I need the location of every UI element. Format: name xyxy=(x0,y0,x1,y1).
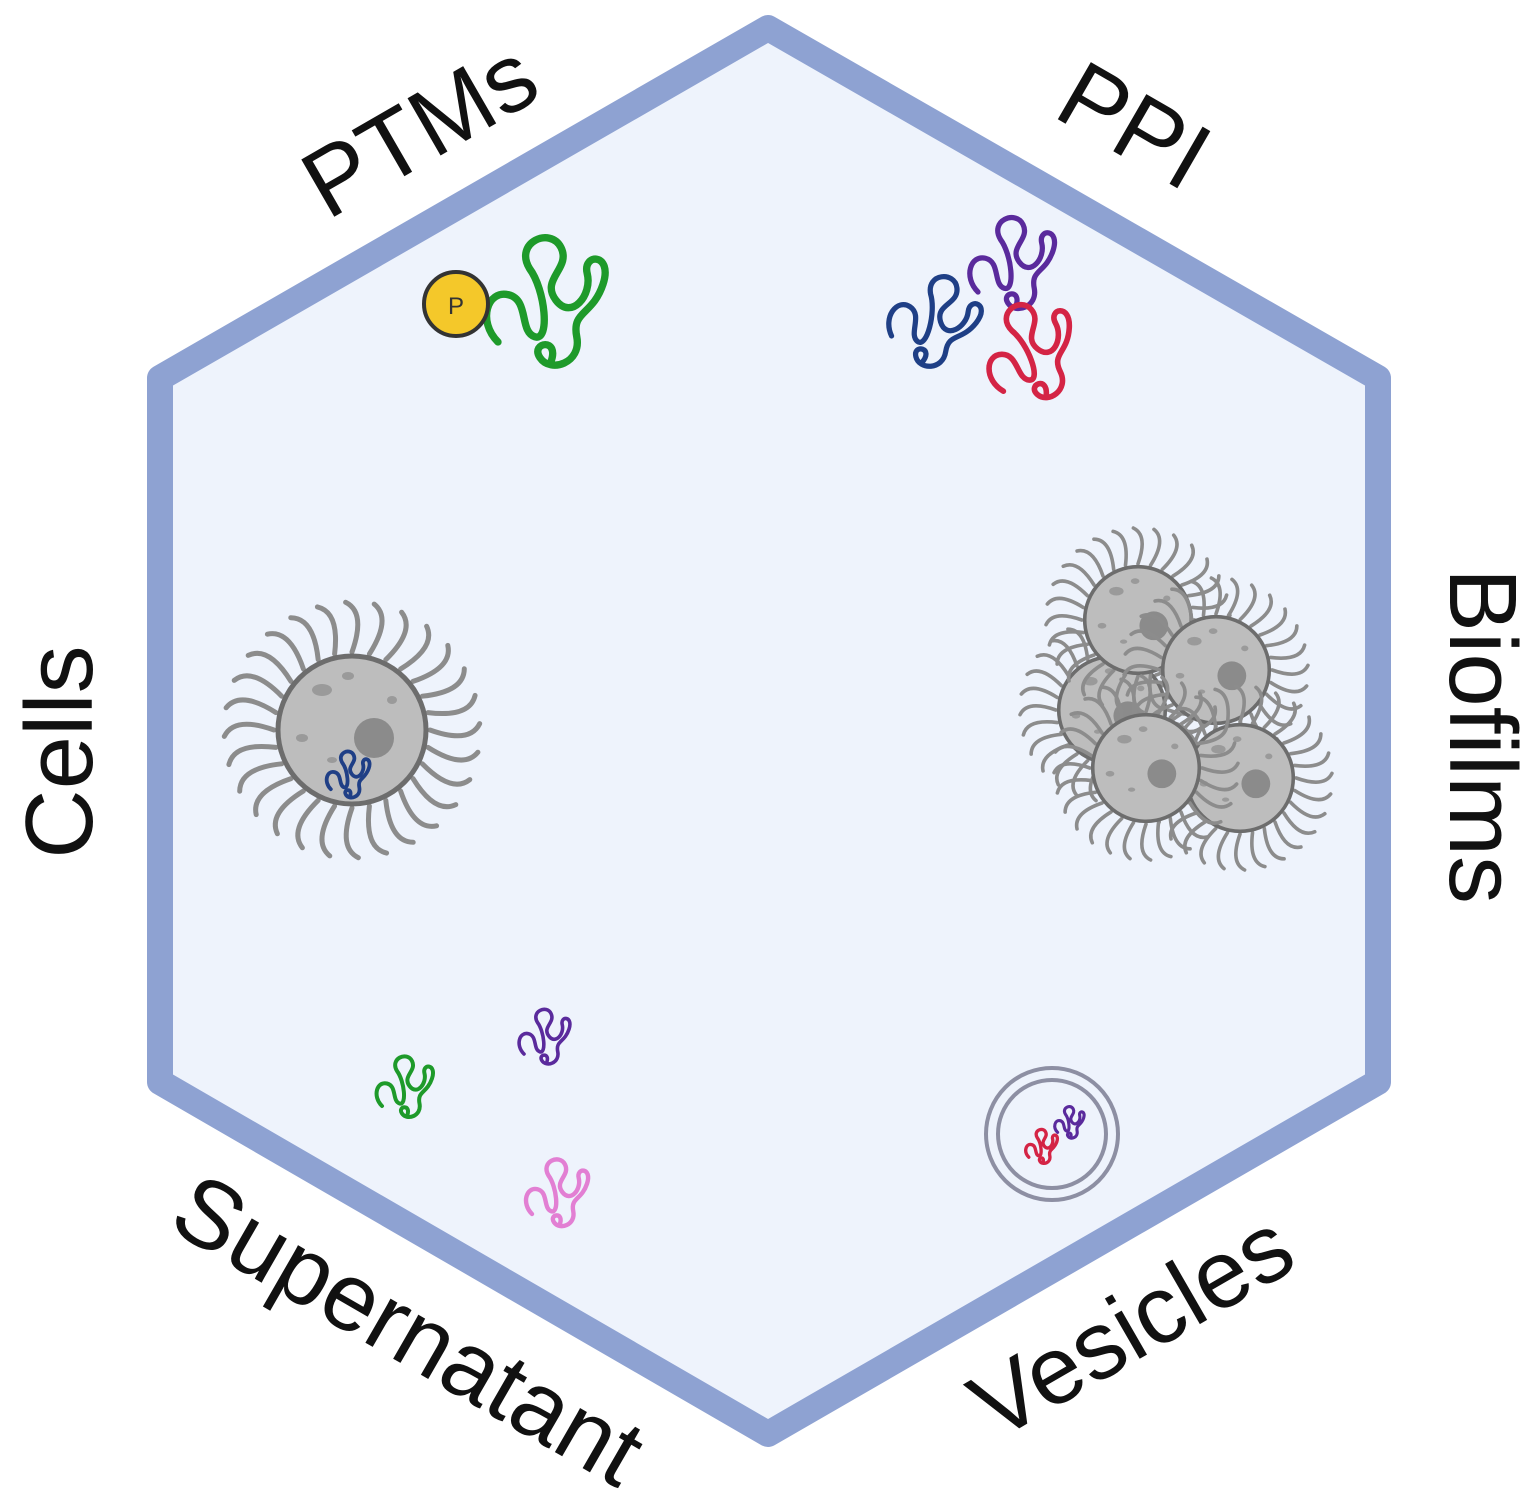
vesicle-icon xyxy=(984,1066,1120,1202)
label-ppi: PPI xyxy=(1040,41,1228,211)
phosphate-badge-icon: P xyxy=(422,270,490,338)
label-cells: Cells xyxy=(6,645,113,858)
phosphate-badge-label: P xyxy=(448,293,464,320)
label-biofilms: Biofilms xyxy=(1429,568,1536,904)
